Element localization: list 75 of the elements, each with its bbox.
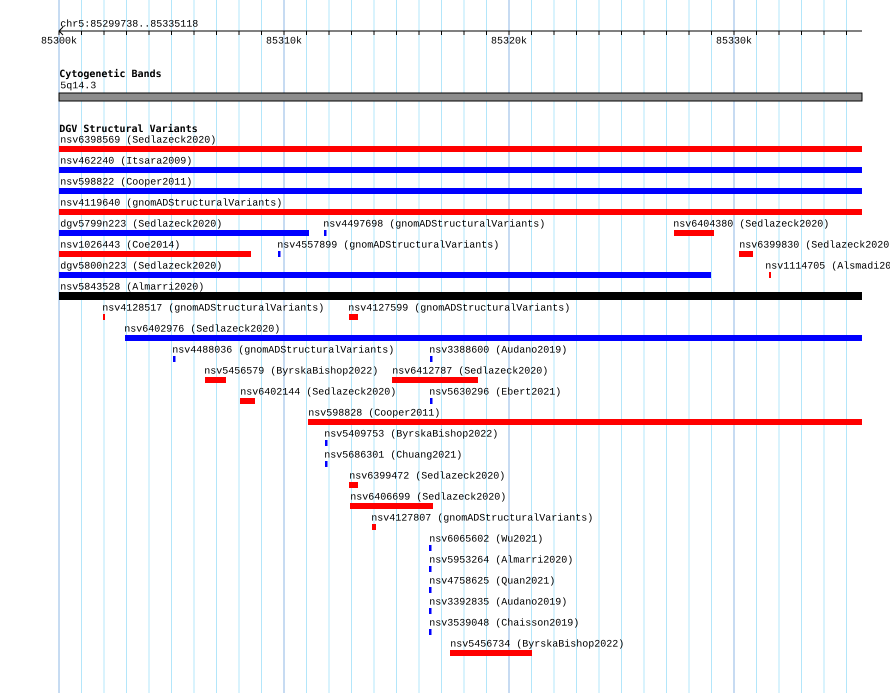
node-label: nsv4557899 (gnomADStructuralVariants): [278, 240, 498, 250]
variant-feature: nsv6399472 (Sedlazeck2020): [349, 471, 504, 488]
node-label: nsv4127807 (gnomADStructuralVariants): [372, 513, 592, 523]
node-label: nsv6065602 (Wu2021): [430, 534, 542, 544]
variant-feature: nsv4119640 (gnomADStructuralVariants): [59, 198, 862, 215]
node-label: nsv6404380 (Sedlazeck2020): [674, 219, 828, 229]
node-label: nsv5686301 (Chuang2021): [325, 450, 461, 460]
variant-feature: nsv5409753 (ByrskaBishop2022): [325, 429, 497, 446]
track-heading: Cytogenetic Bands: [60, 68, 161, 80]
variant-feature: nsv6065602 (Wu2021): [429, 534, 542, 551]
tick-label: 85310k: [266, 36, 302, 44]
tick-label: 85330k: [716, 36, 752, 44]
node-label: nsv4488036 (gnomADStructuralVariants): [173, 345, 393, 355]
variant-feature: dgv5799n223 (Sedlazeck2020): [59, 219, 309, 236]
coordinate-label: chr5:85299738..85335118: [60, 19, 198, 27]
variant-feature: nsv6402976 (Sedlazeck2020): [125, 324, 862, 341]
variant-feature: nsv3539048 (Chaisson2019): [429, 618, 578, 635]
variant-feature: nsv5630296 (Ebert2021): [430, 387, 560, 404]
node-label: nsv462240 (Itsara2009): [61, 156, 191, 166]
node-label: nsv6412787 (Sedlazeck2020): [393, 366, 547, 376]
node-label: nsv6406699 (Sedlazeck2020): [351, 492, 505, 502]
node-label: dgv5800n223 (Sedlazeck2020): [60, 261, 221, 271]
variant-feature: nsv6406699 (Sedlazeck2020): [350, 492, 505, 509]
node-label: nsv5953264 (Almarri2020): [430, 555, 572, 565]
node-label: nsv5409753 (ByrskaBishop2022): [325, 429, 497, 439]
node-label: nsv4119640 (gnomADStructuralVariants): [61, 198, 281, 208]
node-label: nsv1026443 (Coe2014): [61, 240, 179, 250]
track-heading: DGV Structural Variants: [60, 124, 197, 132]
node-label: nsv3392835 (Audano2019): [430, 597, 566, 607]
variant-feature: nsv462240 (Itsara2009): [59, 156, 862, 173]
variant-feature: nsv1026443 (Coe2014): [59, 240, 251, 257]
node-label: nsv3539048 (Chaisson2019): [430, 618, 578, 628]
node-label: nsv4127599 (gnomADStructuralVariants): [349, 303, 569, 313]
variant-feature: nsv5843528 (Almarri2020): [59, 282, 862, 300]
variant-feature: nsv6398569 (Sedlazeck2020): [59, 135, 862, 152]
node-label: dgv5799n223 (Sedlazeck2020): [60, 219, 221, 229]
variant-feature: dgv5800n223 (Sedlazeck2020): [59, 261, 711, 278]
variant-feature: nsv4128517 (gnomADStructuralVariants): [103, 303, 323, 320]
variant-feature: nsv5456579 (ByrskaBishop2022): [205, 366, 377, 383]
node-label: nsv6399472 (Sedlazeck2020): [350, 471, 504, 481]
node-label: 5q14.3: [60, 82, 96, 90]
node-label: nsv4128517 (gnomADStructuralVariants): [103, 303, 323, 313]
variant-feature: nsv5953264 (Almarri2020): [429, 555, 572, 572]
node-label: nsv5630296 (Ebert2021): [430, 387, 560, 397]
node-label: nsv3388600 (Audano2019): [430, 345, 566, 355]
variant-feature: nsv4557899 (gnomADStructuralVariants): [278, 240, 498, 257]
variant-feature: nsv6404380 (Sedlazeck2020): [674, 219, 828, 236]
node-label: nsv598828 (Cooper2011): [309, 408, 439, 418]
variant-feature: nsv4127807 (gnomADStructuralVariants): [372, 513, 592, 530]
node-label: nsv5843528 (Almarri2020): [61, 282, 203, 292]
variant-feature: nsv598828 (Cooper2011): [308, 408, 862, 425]
node-label: nsv5456579 (ByrskaBishop2022): [205, 366, 377, 376]
variant-feature: nsv4758625 (Quan2021): [429, 576, 554, 593]
variant-feature: nsv3392835 (Audano2019): [429, 597, 566, 614]
tick-label: 85300k: [42, 36, 76, 44]
node-label: nsv6402976 (Sedlazeck2020): [125, 324, 279, 334]
node-label: nsv4497698 (gnomADStructuralVariants): [324, 219, 544, 229]
node-label: nsv5456734 (ByrskaBishop2022): [451, 639, 623, 649]
variant-feature: nsv6412787 (Sedlazeck2020): [392, 366, 547, 383]
node-label: nsv6402144 (Sedlazeck2020): [241, 387, 395, 397]
variant-feature: nsv4127599 (gnomADStructuralVariants): [349, 303, 569, 320]
node-label: nsv6398569 (Sedlazeck2020): [61, 135, 215, 145]
variant-feature: nsv598822 (Cooper2011): [59, 177, 862, 194]
variant-feature: nsv6399830 (Sedlazeck2020: [739, 240, 889, 257]
node-label: nsv6399830 (Sedlazeck2020: [740, 240, 889, 250]
node-label: nsv598822 (Cooper2011): [61, 177, 191, 187]
variant-feature: nsv3388600 (Audano2019): [430, 345, 566, 362]
variant-feature: nsv4488036 (gnomADStructuralVariants): [173, 345, 393, 362]
variant-feature: nsv4497698 (gnomADStructuralVariants): [324, 219, 544, 236]
variant-feature: nsv5686301 (Chuang2021): [325, 450, 461, 467]
variant-feature: nsv6402144 (Sedlazeck2020): [240, 387, 395, 404]
node-label: nsv4758625 (Quan2021): [430, 576, 554, 586]
tick-label: 85320k: [492, 36, 526, 44]
cytoband-feature: 5q14.3: [58, 82, 862, 102]
variant-feature: nsv5456734 (ByrskaBishop2022): [450, 639, 623, 656]
